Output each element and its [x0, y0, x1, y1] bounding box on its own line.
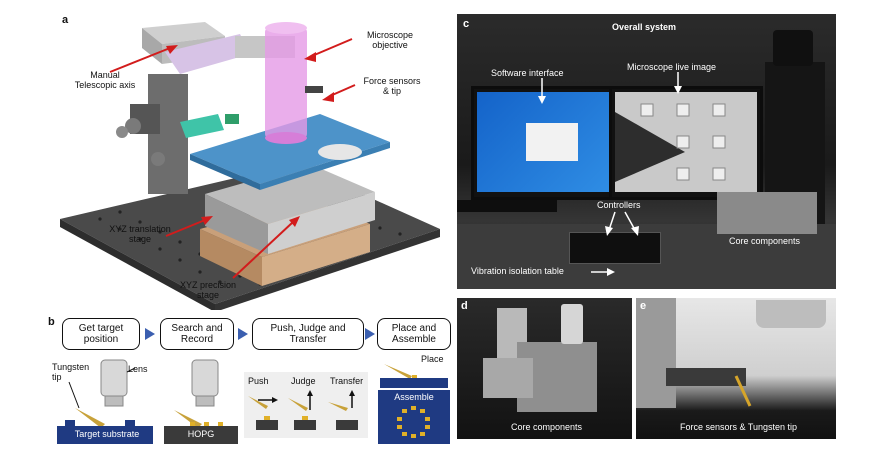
label-assemble: Assemble [394, 392, 434, 402]
label-transfer: Transfer [330, 376, 364, 386]
panel-d-photo: d Core components [457, 298, 632, 439]
flow-arrow-2 [238, 328, 248, 340]
arrow-manual-axis [109, 45, 178, 73]
panel-c-letter: c [463, 18, 470, 30]
controller-box [569, 232, 661, 264]
label-push: Push [248, 376, 269, 386]
label-core-components-c: Core components [729, 236, 801, 246]
illustration-target [57, 359, 153, 444]
panel-c-photo: c Overall system Software interface Micr… [457, 14, 836, 289]
panel-b-letter: b [48, 316, 55, 328]
label-translation-stage: XYZ translation stage [109, 224, 171, 244]
arrow-force [322, 84, 356, 102]
label-software-interface: Software interface [491, 68, 564, 78]
label-place: Place [421, 354, 444, 364]
step-push-judge: Push, Judge and Transfer [252, 318, 364, 350]
illustration-hopg [164, 359, 238, 444]
label-controllers: Controllers [597, 200, 641, 210]
arrow-vibration [591, 268, 615, 276]
right-monitor [609, 86, 763, 200]
panel-d-letter: d [461, 300, 468, 312]
label-precision-stage: XYZ precision stage [179, 280, 237, 300]
label-microscope-live: Microscope live image [627, 62, 717, 72]
label-force-sensors-tip: Force sensors & Tungsten tip [680, 422, 798, 432]
arrow-controllers [605, 211, 639, 236]
flow-arrow-3 [365, 328, 375, 340]
arrow-objective [304, 38, 353, 62]
label-hopg: HOPG [187, 429, 215, 439]
step-get-target: Get target position [62, 318, 140, 350]
label-vibration-table: Vibration isolation table [471, 266, 564, 276]
arrow-precision [232, 216, 300, 279]
arrow-software [538, 78, 546, 104]
step-search-record: Search and Record [160, 318, 234, 350]
panel-a-letter: a [62, 14, 69, 26]
arrow-translation [165, 216, 213, 237]
core-components-c [717, 192, 817, 234]
panel-e-letter: e [640, 300, 647, 312]
label-manual-axis: Manual Telescopic axis [74, 70, 136, 90]
arrow-live [674, 72, 682, 94]
panel-b: b Get target position Search and Record … [0, 312, 455, 456]
label-target-substrate: Target substrate [74, 429, 140, 439]
flow-arrow-1 [145, 328, 155, 340]
illustration-place [380, 364, 448, 388]
assembled-ring [397, 406, 430, 438]
panel-c-title: Overall system [612, 22, 677, 32]
panel-e-photo: e Force sensors & Tungsten tip [636, 298, 836, 439]
left-monitor [471, 86, 615, 200]
illustration-push-judge [248, 390, 358, 430]
panel-a: a [0, 0, 455, 310]
label-tungsten-tip: Tungsten tip [52, 362, 90, 382]
label-force-sensors: Force sensors & tip [363, 76, 421, 96]
label-core-components-d: Core components [511, 422, 583, 432]
panel-a-render [60, 22, 440, 310]
label-objective: Microscope objective [366, 30, 413, 50]
step-place-assemble: Place and Assemble [377, 318, 451, 350]
label-judge: Judge [291, 376, 316, 386]
label-lens: Lens [128, 364, 148, 374]
